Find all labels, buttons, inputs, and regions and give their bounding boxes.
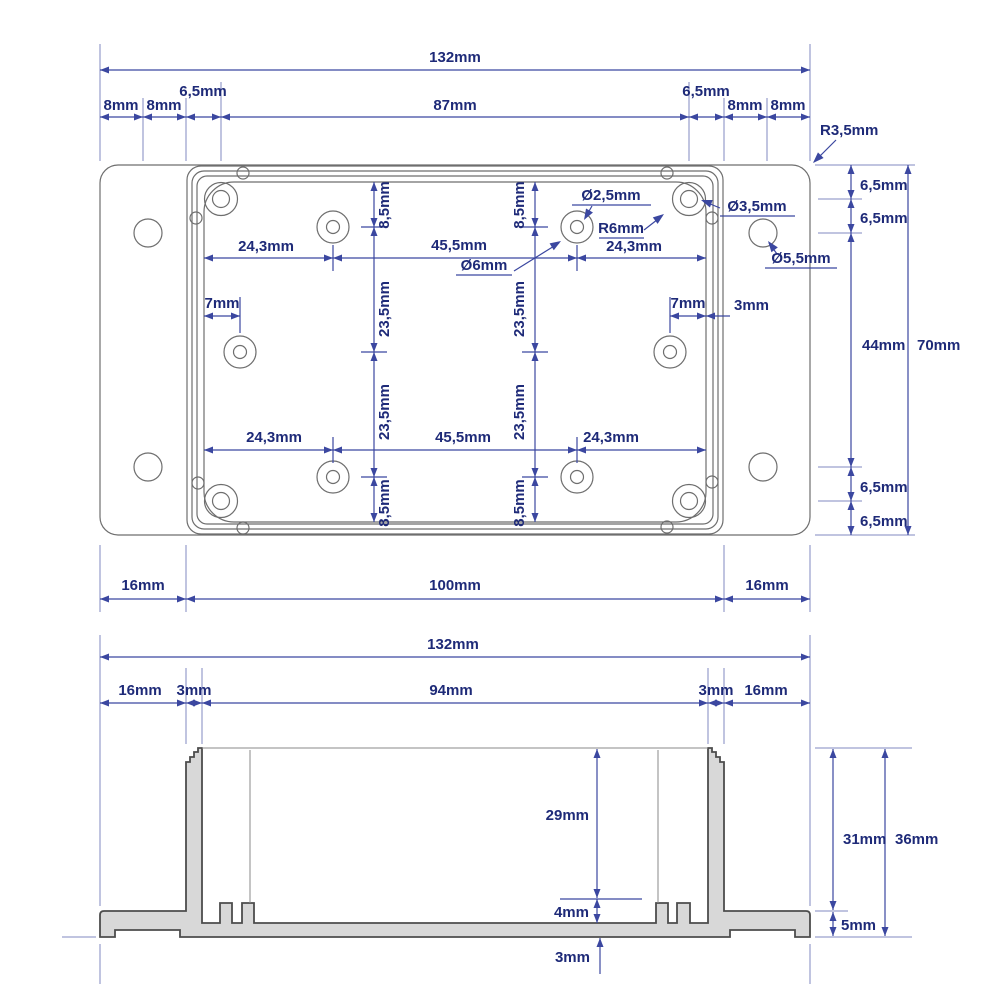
dim-edge-left-8b: 8mm (146, 97, 181, 114)
dim-flange-height: 5mm (841, 917, 876, 934)
right-col-dim-lines (847, 165, 912, 535)
label-inner-corner-radius: R6mm (598, 220, 644, 237)
dim-htop-right: 24,3mm (606, 238, 662, 255)
dim-section-3r: 3mm (698, 682, 733, 699)
corner-radius-callout (813, 139, 837, 163)
dim-overall-height: 70mm (917, 337, 960, 354)
interior-vertical-dims (361, 182, 548, 522)
dim-rail-height: 4mm (554, 904, 589, 921)
dim-section-94: 94mm (429, 682, 472, 699)
dim-v-left-235-top: 23,5mm (376, 281, 393, 337)
dim-section-16r: 16mm (744, 682, 787, 699)
dim-overall-width: 132mm (429, 49, 481, 66)
dim-v-right-85-bot: 8,5mm (511, 479, 528, 527)
dim-section-16l: 16mm (118, 682, 161, 699)
dim-hbot-center: 45,5mm (435, 429, 491, 446)
dim-three-right: 3mm (734, 297, 769, 314)
dim-boss-span: 87mm (433, 97, 476, 114)
flange-hole (748, 218, 778, 248)
dim-seven-right: 7mm (670, 295, 705, 312)
dim-flange-left: 16mm (121, 577, 164, 594)
dim-v-left-235-bot: 23,5mm (376, 384, 393, 440)
dim-edge-left-65: 6,5mm (179, 83, 227, 100)
dim-seven-left: 7mm (204, 295, 239, 312)
dim-flange-right: 16mm (745, 577, 788, 594)
dim-edge-right-8b: 8mm (770, 97, 805, 114)
label-corner-hole: Ø3,5mm (727, 198, 786, 215)
label-corner-radius: R3,5mm (820, 122, 878, 139)
lid-pilot-holes (189, 166, 719, 535)
dim-v-right-85-top: 8,5mm (511, 181, 528, 229)
dim-hbot-left: 24,3mm (246, 429, 302, 446)
dim-v-right-235-bot: 23,5mm (511, 384, 528, 440)
section-right-dims (62, 747, 912, 984)
bottom-row-dims (99, 545, 811, 612)
hole-callout-leaders (456, 200, 837, 276)
section-dim-rows (99, 635, 811, 906)
dim-wall-height: 31mm (843, 831, 886, 848)
dim-right-65-2: 6,5mm (860, 210, 908, 227)
right-col-extension-lines (815, 164, 915, 536)
dim-total-height: 36mm (895, 831, 938, 848)
top-dim-lines (100, 66, 810, 121)
dim-v-left-85-top: 8,5mm (376, 181, 393, 229)
dim-v-right-235-top: 23,5mm (511, 281, 528, 337)
flange-hole (748, 452, 778, 482)
top-dim-extension-lines (99, 44, 811, 161)
dim-right-65-1: 6,5mm (860, 177, 908, 194)
flange-hole (133, 218, 163, 248)
dim-edge-right-65: 6,5mm (682, 83, 730, 100)
mid-row-dims (204, 297, 730, 333)
label-inner-hole: Ø6mm (461, 257, 508, 274)
flange-hole (133, 452, 163, 482)
dim-body-width: 100mm (429, 577, 481, 594)
dim-htop-left: 24,3mm (238, 238, 294, 255)
section-profile (99, 747, 811, 938)
label-hole-small: Ø2,5mm (581, 187, 640, 204)
corner-screw-bosses (203, 181, 707, 519)
dim-v-left-85-bot: 8,5mm (376, 479, 393, 527)
dim-right-44: 44mm (862, 337, 905, 354)
dim-inner-height: 29mm (546, 807, 589, 824)
interior-horizontal-dims (204, 245, 706, 463)
section-center-dims (560, 749, 642, 974)
dim-right-65-4: 6,5mm (860, 513, 908, 530)
dim-hbot-right: 24,3mm (583, 429, 639, 446)
dim-edge-left-8a: 8mm (103, 97, 138, 114)
dim-right-65-3: 6,5mm (860, 479, 908, 496)
dim-section-overall: 132mm (427, 636, 479, 653)
dim-base-thickness: 3mm (555, 949, 590, 966)
dim-edge-right-8a: 8mm (727, 97, 762, 114)
label-flange-hole: Ø5,5mm (771, 250, 830, 267)
dim-section-3l: 3mm (176, 682, 211, 699)
top-view-outline (99, 164, 811, 536)
dim-htop-center: 45,5mm (431, 237, 487, 254)
